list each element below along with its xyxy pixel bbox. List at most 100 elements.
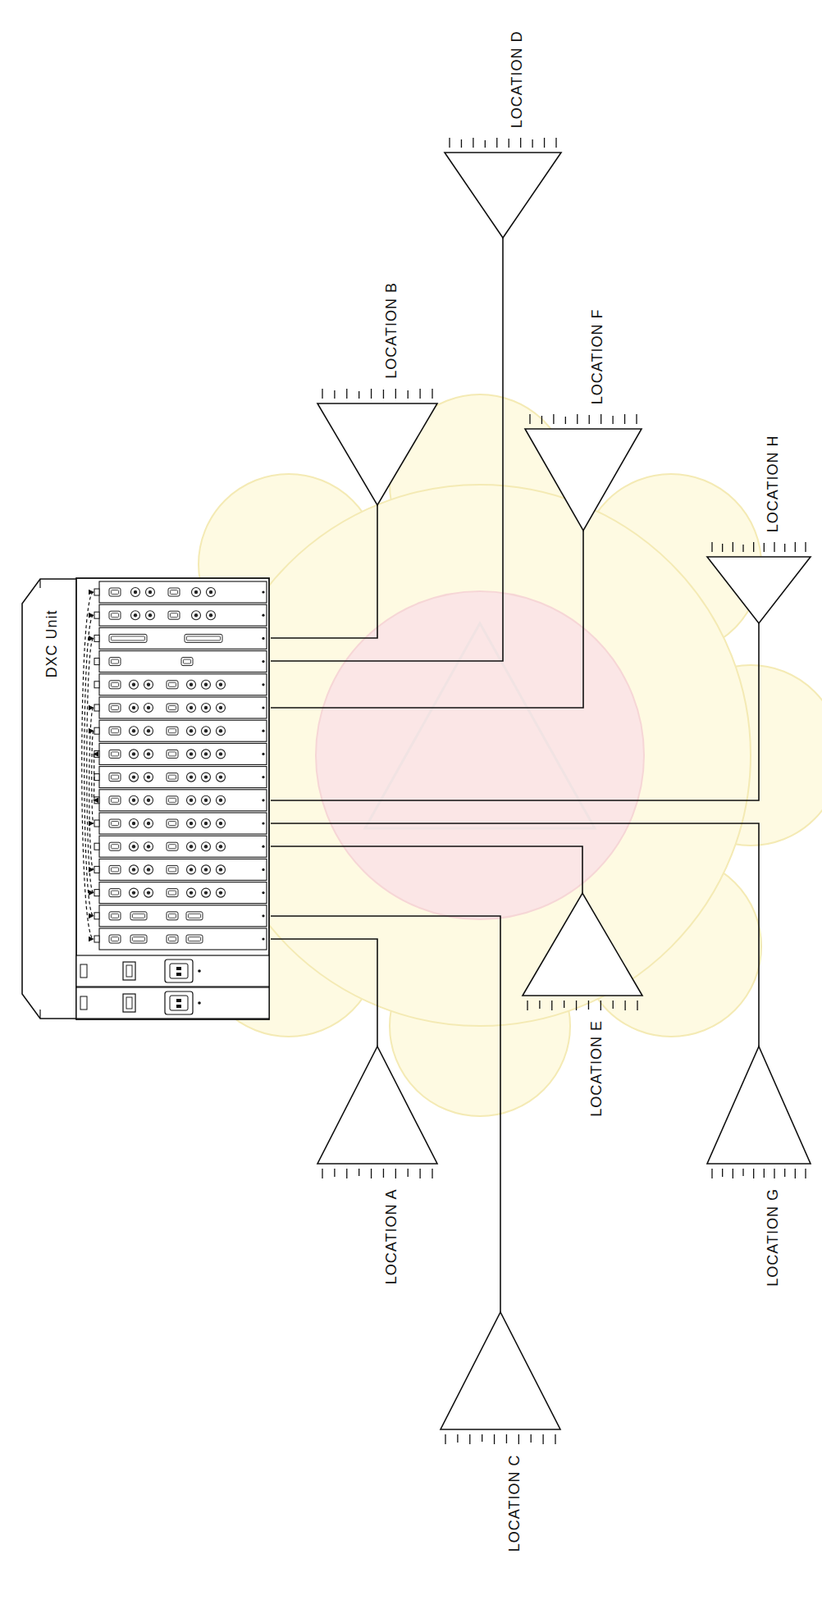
coax-connector xyxy=(187,819,197,829)
channel-tick xyxy=(456,1434,458,1444)
emblem-disc xyxy=(209,484,751,1027)
card-face xyxy=(99,858,267,881)
channel-tick xyxy=(753,542,754,553)
label-holder: LOCATION C xyxy=(506,1454,524,1553)
rack-front xyxy=(76,578,270,1020)
coax-pin xyxy=(189,890,193,895)
link-line xyxy=(270,846,583,894)
coax-pin xyxy=(219,752,223,756)
d-sub-pins xyxy=(111,890,119,896)
channel-tick xyxy=(333,390,335,399)
channel-tick xyxy=(531,139,533,148)
d-sub-pins xyxy=(183,659,192,664)
d-sub-pins xyxy=(111,590,119,595)
line-card xyxy=(94,674,267,696)
d-sub-connector xyxy=(186,912,203,921)
link-line xyxy=(270,939,378,1047)
card-tab xyxy=(94,658,100,666)
coax-pin xyxy=(219,844,223,849)
d-sub-connector xyxy=(109,935,121,944)
coax-pin xyxy=(219,706,223,710)
card-tab xyxy=(94,797,100,804)
coax-pin xyxy=(132,683,136,687)
coax-pin xyxy=(146,775,151,779)
coax-connector xyxy=(187,680,197,690)
power-switch xyxy=(123,962,136,981)
line-card xyxy=(94,604,267,626)
line-card xyxy=(94,627,267,649)
coax-connector xyxy=(144,888,154,898)
d-sub-pins xyxy=(111,913,119,918)
channel-tick xyxy=(518,1434,520,1445)
coax-connector xyxy=(146,611,156,621)
power-socket xyxy=(164,959,193,983)
power-socket-pin xyxy=(176,967,182,971)
channel-tick xyxy=(611,415,613,425)
channel-tick xyxy=(321,1169,323,1179)
terminal-symbol xyxy=(705,434,813,624)
location-terminal: LOCATION F xyxy=(523,308,644,531)
coax-connector xyxy=(201,842,211,852)
channel-tick xyxy=(742,544,744,553)
channel-tick xyxy=(804,1169,806,1179)
channel-tick xyxy=(484,140,486,148)
d-sub-connector xyxy=(109,912,121,921)
coax-pin xyxy=(132,844,136,849)
d-sub-connector xyxy=(166,749,179,759)
d-sub-connector xyxy=(109,611,121,620)
power-supply xyxy=(76,955,270,987)
d-sub-connector xyxy=(109,796,121,805)
psu-tab xyxy=(80,996,87,1010)
channel-tick xyxy=(395,1169,397,1179)
channel-tick xyxy=(721,1169,723,1178)
line-card xyxy=(94,697,267,719)
location-label: LOCATION D xyxy=(509,30,526,128)
coax-connector xyxy=(206,588,216,598)
coax-connector xyxy=(144,726,154,736)
card-screw xyxy=(261,891,265,895)
card-screw xyxy=(261,730,265,733)
coax-pin xyxy=(189,844,193,849)
d-sub-pins xyxy=(188,913,201,918)
channel-tick xyxy=(552,414,554,425)
location-terminal: LOCATION H xyxy=(705,434,813,624)
coax-pin xyxy=(209,590,213,594)
coax-connector xyxy=(146,588,156,598)
d-sub-connector xyxy=(166,796,179,805)
location-terminal: LOCATION G xyxy=(705,1046,813,1288)
channel-tick xyxy=(321,388,323,399)
coax-connector xyxy=(187,888,197,898)
channel-tick xyxy=(407,1169,409,1178)
coax-pin xyxy=(146,844,151,849)
d-sub-pins xyxy=(168,844,177,850)
channel-tick xyxy=(520,137,521,148)
card-tab xyxy=(94,634,100,642)
emblem-core xyxy=(315,591,644,920)
d-sub-pins xyxy=(168,706,177,711)
coax-pin xyxy=(204,890,208,895)
label-holder: DXC Unit xyxy=(43,610,60,679)
channel-tick xyxy=(370,1169,372,1179)
coax-connector xyxy=(129,795,139,805)
channel-tick xyxy=(711,542,713,553)
coax-pin xyxy=(204,867,208,872)
terminal-symbol xyxy=(315,1046,439,1285)
coax-connector xyxy=(129,819,139,829)
card-tab xyxy=(94,704,100,712)
channel-tick xyxy=(732,1169,734,1179)
channel-tick xyxy=(794,542,796,553)
d-sub-connector xyxy=(166,726,179,736)
coax-connector xyxy=(216,703,226,713)
d-sub-connector xyxy=(186,935,203,944)
terminal-triangle xyxy=(317,403,438,506)
card-tab xyxy=(94,866,100,873)
coax-pin xyxy=(148,590,152,594)
terminal-symbol xyxy=(438,1312,562,1553)
label-holder: LOCATION H xyxy=(765,434,782,533)
coax-connector xyxy=(129,865,139,875)
card-screw xyxy=(261,845,265,849)
line-card xyxy=(94,858,267,881)
card-tab xyxy=(94,750,100,758)
coax-connector xyxy=(131,611,141,621)
d-sub-connector xyxy=(109,588,121,597)
